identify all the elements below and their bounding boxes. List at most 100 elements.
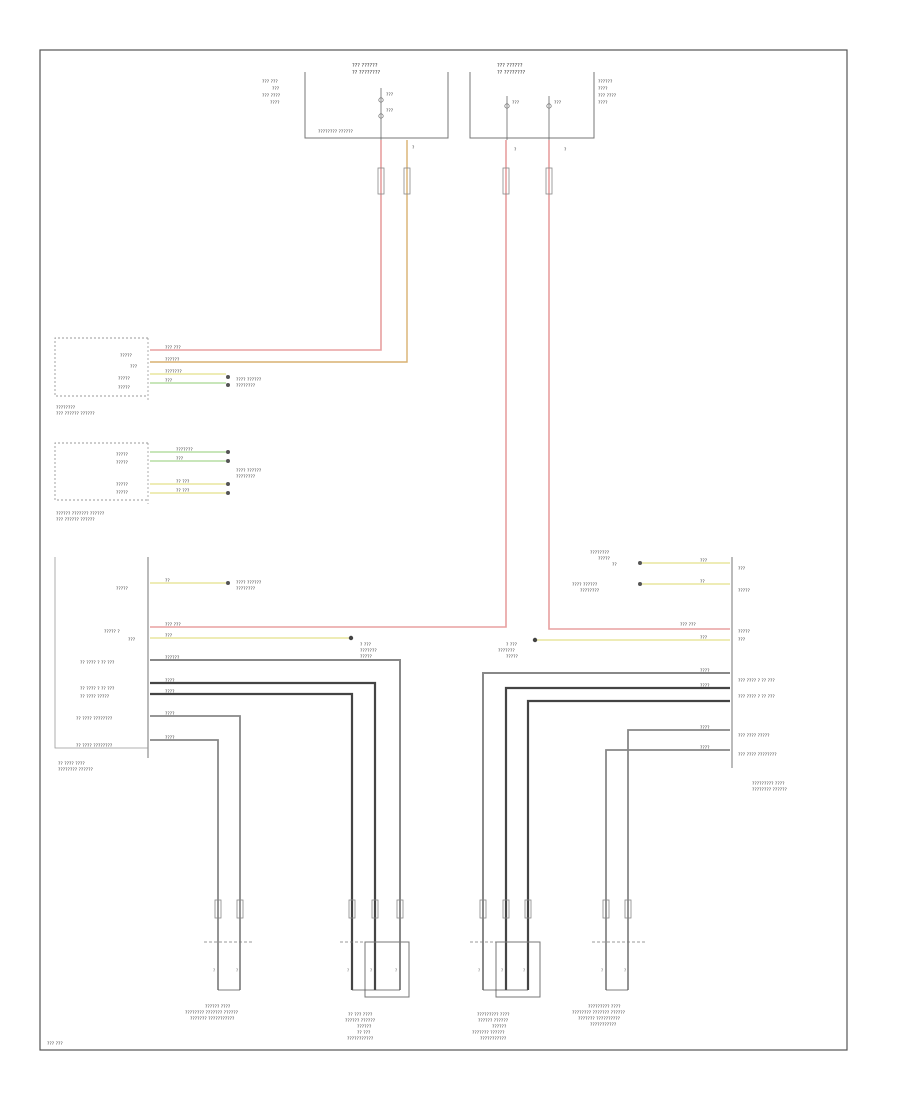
motor-2-box [364,941,410,998]
fuse-left-side-label-4: ???? [270,100,280,106]
wire-label: ?? ??? [176,479,190,485]
module-top-left-name-2: ??? ?????? ?????? [56,411,95,417]
splice-label: ??????? [498,648,515,654]
pin-label: ????? [738,629,751,635]
wire-label: ???? [700,668,710,674]
motor-pin: ? [624,968,626,973]
motor-3-name-5: ??????????? [480,1036,507,1042]
pin-label: ?? ???? ? ?? ??? [80,686,115,692]
connector-mark [236,899,244,919]
ground-label: ???? ?????? [236,468,262,474]
ground-dot-icon [226,581,230,585]
pin-label: ????? ? [104,629,120,635]
connector-mark [524,899,532,919]
motor-pin: ? [523,968,525,973]
fuse-box-right-title: ??? ?????? [497,63,523,69]
fuse-right-pin-a: ? [514,147,517,153]
wire-label: ?? [700,579,705,585]
ground-dot-icon [226,491,230,495]
wire-label: ?? ??? [176,488,190,494]
motor-3-name: ????????? ???? [477,1012,510,1018]
splice-label: ? ??? [506,642,518,648]
fuse-right-pin-b: ? [564,147,567,153]
connector-mark [502,167,510,195]
fuse-left-side-label-3: ??? ???? [262,93,281,99]
splice-label: ????? [360,654,373,660]
wire-label: ?????? [165,655,180,661]
ground-dot-icon [226,383,230,387]
fuse-left-side-label-1: ??? ??? [262,79,278,85]
motor-3-name-3: ?????? [492,1024,507,1030]
connector-mark [545,167,553,195]
motor-2-name: ?? ??? ???? [348,1012,373,1018]
wire-label: ?? [165,578,170,584]
motor-pin: ? [236,968,238,973]
pin-label: ????? [118,385,131,391]
motor-1: ? ? ?????? ???? ???????? ??????? ?????? … [185,899,254,1022]
wire-label: ???? [165,678,175,684]
fuse-box-right-subtitle: ?? ???????? [497,70,525,76]
ground-dot-icon [638,582,642,586]
pin-label: ??? ???? ???????? [738,752,777,758]
ground-label: ???? ?????? [236,377,262,383]
fuse-left-side-label-2: ??? [272,86,280,92]
fuse-box-right: ??? ?????? ?? ???????? ?????? ???? ??? ?… [469,63,617,153]
ground-dot-icon [226,375,230,379]
fuse-left-b-icon [378,113,384,119]
pin-label: ????? [116,482,129,488]
ground-label: ???????? [590,550,610,556]
wire-label: ??? [700,558,708,564]
fuse-box-left: ??? ?????? ?? ???????? ??? ??? ??? ??? ?… [262,63,449,151]
ground-dot-icon [226,459,230,463]
wire-label: ??? [165,633,173,639]
pin-label: ????? [116,490,129,496]
module-mid-left: ?????? ??????? ?????? ??? ?????? ?????? … [54,442,262,523]
fuse-left-b-label: ??? [386,108,394,114]
wire-label: ?????? [165,357,180,363]
fuse-right-side-label-4: ???? [598,100,608,106]
connector-mark [396,899,404,919]
ground-label: ???????? [236,474,256,480]
pin-label: ????? [120,353,133,359]
ground-label: ???????? [236,586,256,592]
motor-3-name-2: ?????? ?????? [478,1018,509,1024]
page-tag: ??? ??? [47,1041,63,1047]
pin-label: ??? [738,566,746,572]
wire-label: ???? [700,683,710,689]
motor-4-name-4: ??????????? [590,1022,617,1028]
fuse-right-side-label-2: ???? [598,86,608,92]
splice-dot-icon [348,635,354,641]
module-driver-seat: ?? ???? ???? ???????? ?????? ????? ?????… [54,557,401,990]
wire-label: ??? ??? [680,622,696,628]
motor-1-name-2: ???????? ??????? ?????? [185,1010,239,1016]
power-wires [150,140,730,630]
ground-dot-icon [226,450,230,454]
wire-label: ???? [165,689,175,695]
motor-4-name-2: ???????? ??????? ?????? [572,1010,626,1016]
pin-label: ????? [738,588,751,594]
motor-2-name-4: ?? ??? [357,1030,371,1036]
fuse-left-a-label: ??? [386,92,394,98]
ground-label: ?? [612,562,617,568]
wire-label: ??? ??? [165,345,181,351]
wire-label: ???? [700,725,710,731]
wire-label: ??? [700,635,708,641]
connector-mark [624,899,632,919]
ground-dot-icon [226,482,230,486]
wire-label: ??? [165,378,173,384]
motor-3-box [495,941,541,998]
motor-1-name: ?????? ???? [205,1004,231,1010]
splice-label: ??????? [360,648,377,654]
motor-3-name-4: ??????? ?????? [472,1030,505,1036]
motor-pin: ? [501,968,503,973]
connector-mark [602,899,610,919]
motor-pin: ? [478,968,480,973]
motor-4: ? ? ????????? ???? ???????? ??????? ????… [572,899,645,1028]
pin-label: ??? [128,637,136,643]
module-mid-left-name-2: ??? ?????? ?????? [56,517,95,523]
wire-label: ??? [176,456,184,462]
pin-label: ????? [118,376,131,382]
motor-4-name-3: ??????? ?????????? [578,1016,621,1022]
fuse-left-bottom-label: ???????? ?????? [318,129,353,135]
